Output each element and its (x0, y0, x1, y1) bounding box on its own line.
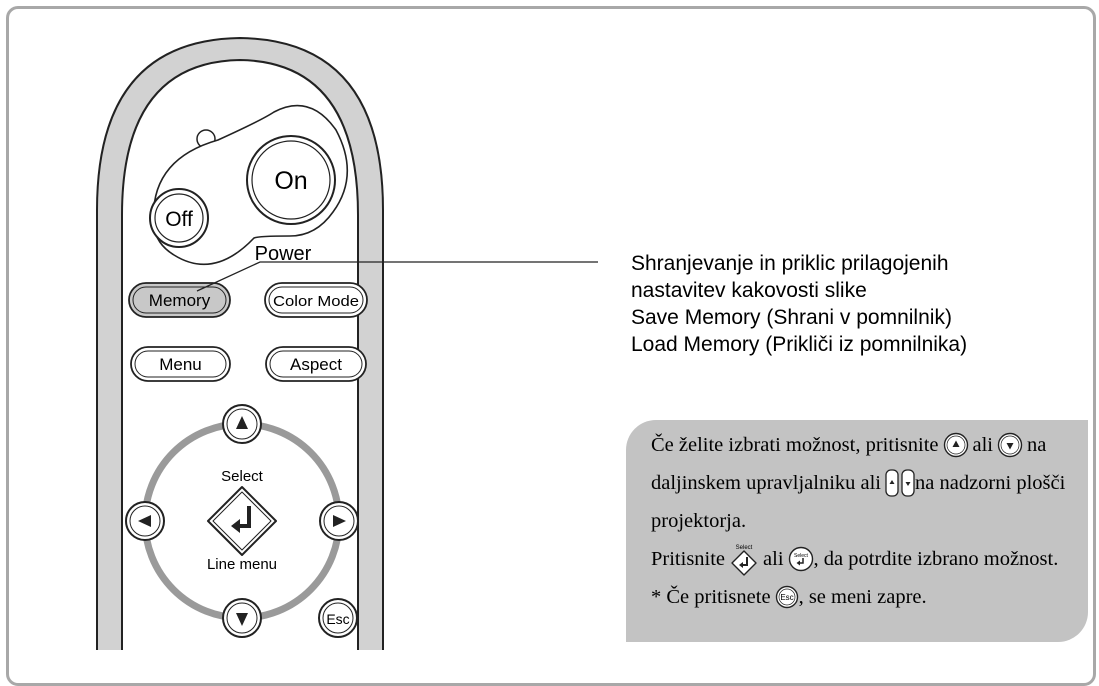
menu-button[interactable]: Menu (130, 346, 231, 382)
down-button[interactable] (222, 598, 262, 638)
memory-label: Memory (149, 291, 211, 310)
arrow-down-icon (236, 613, 248, 626)
up-button[interactable] (222, 404, 262, 444)
note-l1-b: ali (972, 434, 994, 456)
arrow-left-icon (138, 515, 151, 527)
note-l4-b: ali (763, 548, 784, 570)
panel-down-button-icon (901, 469, 915, 497)
remote-esc-button-icon: Esc (775, 585, 798, 609)
memory-callout: Shranjevanje in priklic prilagojenih nas… (631, 250, 967, 358)
right-button[interactable] (319, 501, 359, 541)
panel-up-button-icon (885, 469, 899, 497)
menu-label: Menu (159, 355, 202, 374)
note-l4-a: Pritisnite (651, 548, 726, 570)
svg-text:Esc: Esc (780, 593, 793, 602)
esc-label: Esc (326, 611, 349, 627)
note-line-1: Če želite izbrati možnost, pritisnite al… (651, 426, 1065, 464)
note-l3: projektorja. (651, 510, 747, 532)
enter-arrow-icon (231, 506, 251, 533)
aspect-button[interactable]: Aspect (265, 346, 367, 382)
color-mode-label: Color Mode (273, 293, 359, 310)
note-l1-a: Če želite izbrati možnost, pritisnite (651, 434, 939, 456)
note-l1-c: na (1027, 434, 1047, 456)
select-button[interactable] (207, 486, 277, 556)
note-l2-a: daljinskem upravljalniku ali (651, 472, 882, 494)
remote-down-button-icon (997, 432, 1023, 458)
memory-button[interactable]: Memory (128, 282, 231, 318)
left-button[interactable] (125, 501, 165, 541)
callout-line-2: nastavitev kakovosti slike (631, 279, 867, 302)
arrow-right-icon (333, 515, 346, 527)
panel-select-button-icon: Select (731, 545, 757, 576)
power-off-label: Off (165, 208, 193, 231)
arrow-up-icon (236, 416, 248, 429)
power-off-button[interactable]: Off (149, 188, 209, 248)
power-label: Power (255, 243, 312, 265)
note-line-4: Pritisnite Select ali Select , da potrdi… (651, 540, 1065, 578)
note-line-3: projektorja. (651, 502, 1065, 540)
svg-text:Select: Select (794, 553, 809, 559)
note-l5-b: , se meni zapre. (798, 586, 927, 608)
esc-button[interactable]: Esc (318, 598, 358, 638)
note-l2-b: na nadzorni plošči (915, 472, 1066, 494)
power-on-label: On (274, 167, 307, 195)
callout-line-3: Save Memory (Shrani v pomnilnik) (631, 306, 952, 329)
color-mode-button[interactable]: Color Mode (264, 282, 368, 318)
callout-line-4: Load Memory (Prikliči iz pomnilnika) (631, 333, 968, 356)
remote-up-button-icon (943, 432, 968, 458)
callout-leader-line (196, 261, 598, 292)
power-on-button[interactable]: On (246, 135, 336, 225)
note-l4-c: , da potrdite izbrano možnost. (813, 548, 1059, 570)
aspect-label: Aspect (290, 355, 342, 374)
note-l5-a: * Če pritisnete (651, 586, 771, 608)
line-menu-label: Line menu (207, 556, 277, 573)
svg-text:Select: Select (736, 545, 753, 551)
instruction-note-text: Če želite izbrati možnost, pritisnite al… (651, 426, 1065, 616)
remote-select-button-icon: Select (788, 546, 813, 572)
select-label: Select (221, 468, 264, 485)
note-line-2: daljinskem upravljalniku ali na nadzorni… (651, 464, 1065, 502)
callout-line-1: Shranjevanje in priklic prilagojenih (631, 252, 949, 275)
note-line-5: * Če pritisnete Esc , se meni zapre. (651, 578, 1065, 616)
